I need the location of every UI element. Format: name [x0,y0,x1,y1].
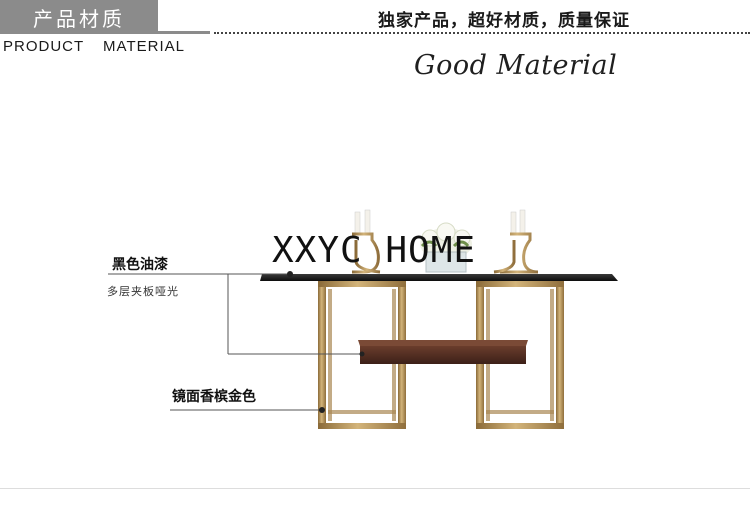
header-rule-dotted [214,32,750,34]
section-subtitle: PRODUCT MATERIAL [3,38,185,55]
watermark-text: XXYC HOME [272,230,477,271]
section-tab-title: 产品材质 [33,6,125,31]
callout-black-paint-detail: 多层夹板哑光 [107,285,179,298]
callout-champagne-gold-title: 镜面香槟金色 [172,389,256,405]
section-tab: 产品材质 [0,0,158,34]
candle-holder-right [493,209,539,274]
bottom-border [0,488,750,489]
candle-holder-left [352,209,381,274]
good-material-title: Good Material [414,50,618,81]
header-rule-solid [158,31,210,34]
glass-tabletop [260,274,618,281]
slogan: 独家产品，超好材质，质量保证 [378,11,630,31]
flower-centerpiece [420,222,472,273]
callout-black-paint-title: 黑色油漆 [112,257,168,273]
callout-lines [108,271,365,413]
wood-shelf [358,340,528,364]
